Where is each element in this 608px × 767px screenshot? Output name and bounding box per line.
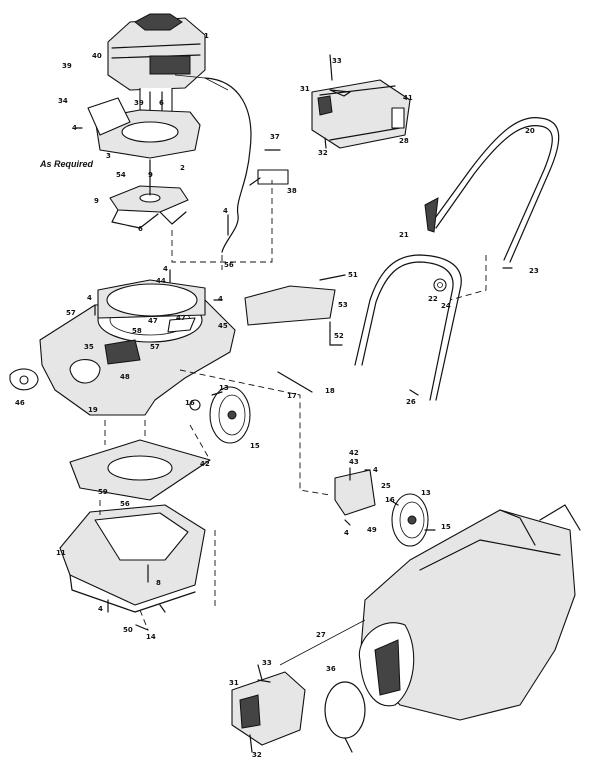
callout-58: 58	[132, 327, 142, 335]
callout-14: 14	[146, 633, 156, 641]
callout-47: 47	[176, 314, 186, 322]
axle-bracket	[334, 469, 376, 516]
callout-44: 44	[156, 277, 166, 285]
callout-23: 23	[529, 267, 539, 275]
callout-31: 31	[229, 679, 239, 687]
callout-18: 18	[325, 387, 335, 395]
callout-16: 16	[185, 399, 195, 407]
deflector-plate	[244, 285, 336, 326]
callout-35: 35	[84, 343, 94, 351]
callout-4: 4	[163, 265, 168, 273]
callout-52: 52	[334, 332, 344, 340]
callout-4: 4	[223, 207, 228, 215]
callout-2: 2	[180, 164, 185, 172]
callout-1: 1	[204, 32, 209, 40]
wheel-right	[391, 493, 429, 547]
callout-56: 56	[224, 261, 234, 269]
callout-15: 15	[250, 442, 260, 450]
discharge-chute	[311, 54, 411, 149]
bottom-plate	[69, 439, 211, 501]
callout-57: 57	[150, 343, 160, 351]
handle-upper	[424, 117, 560, 263]
callout-15: 15	[441, 523, 451, 531]
housing-deck	[39, 279, 236, 416]
callout-31: 31	[300, 85, 310, 93]
callout-17: 17	[287, 392, 297, 400]
callout-59: 59	[98, 488, 108, 496]
baffle-plate	[87, 97, 201, 159]
callout-50: 50	[123, 626, 133, 634]
callout-9: 9	[148, 171, 153, 179]
callout-19: 19	[88, 406, 98, 414]
callout-25: 25	[381, 482, 391, 490]
callout-27: 27	[316, 631, 326, 639]
callout-34: 34	[58, 97, 68, 105]
grass-bag	[358, 504, 581, 721]
callout-9: 9	[94, 197, 99, 205]
callout-42: 42	[349, 449, 359, 457]
wheel-left	[209, 386, 251, 444]
callout-47: 47	[148, 317, 158, 325]
bag-adapter-chute	[231, 664, 306, 753]
engine	[107, 13, 229, 113]
callout-4: 4	[218, 295, 223, 303]
callout-6: 6	[138, 225, 143, 233]
callout-16: 16	[385, 496, 395, 504]
callout-53: 53	[338, 301, 348, 309]
callout-54: 54	[116, 171, 126, 179]
callout-32: 32	[318, 149, 328, 157]
callout-40: 40	[92, 52, 102, 60]
callout-33: 33	[332, 57, 342, 65]
callout-33: 33	[262, 659, 272, 667]
callout-48: 48	[120, 373, 130, 381]
callout-43: 43	[349, 458, 359, 466]
callout-41: 41	[403, 94, 413, 102]
callout-4: 4	[344, 529, 349, 537]
hopper-tray	[59, 504, 206, 613]
callout-46: 46	[15, 399, 25, 407]
callout-28: 28	[399, 137, 409, 145]
callout-21: 21	[399, 231, 409, 239]
callout-51: 51	[348, 271, 358, 279]
callout-37: 37	[270, 133, 280, 141]
callout-22: 22	[428, 295, 438, 303]
callout-11: 11	[56, 549, 66, 557]
callout-6: 6	[159, 99, 164, 107]
callout-4: 4	[373, 466, 378, 474]
impeller	[109, 159, 189, 229]
callout-24: 24	[441, 302, 451, 310]
callout-39: 39	[62, 62, 72, 70]
callout-13: 13	[219, 384, 229, 392]
callout-8: 8	[156, 579, 161, 587]
callout-57: 57	[66, 309, 76, 317]
callout-39: 39	[134, 99, 144, 107]
callout-4: 4	[98, 605, 103, 613]
handle-lower	[354, 254, 487, 401]
callout-36: 36	[326, 665, 336, 673]
as-required-note: As Required	[40, 159, 94, 169]
callout-4: 4	[87, 294, 92, 302]
callout-38: 38	[287, 187, 297, 195]
callout-32: 32	[252, 751, 262, 759]
callout-13: 13	[421, 489, 431, 497]
callout-45: 45	[218, 322, 228, 330]
callout-42: 42	[200, 460, 210, 468]
callout-20: 20	[525, 127, 535, 135]
callout-56: 56	[120, 500, 130, 508]
callout-3: 3	[106, 152, 111, 160]
callout-4: 4	[72, 124, 77, 132]
callout-49: 49	[367, 526, 377, 534]
callout-26: 26	[406, 398, 416, 406]
